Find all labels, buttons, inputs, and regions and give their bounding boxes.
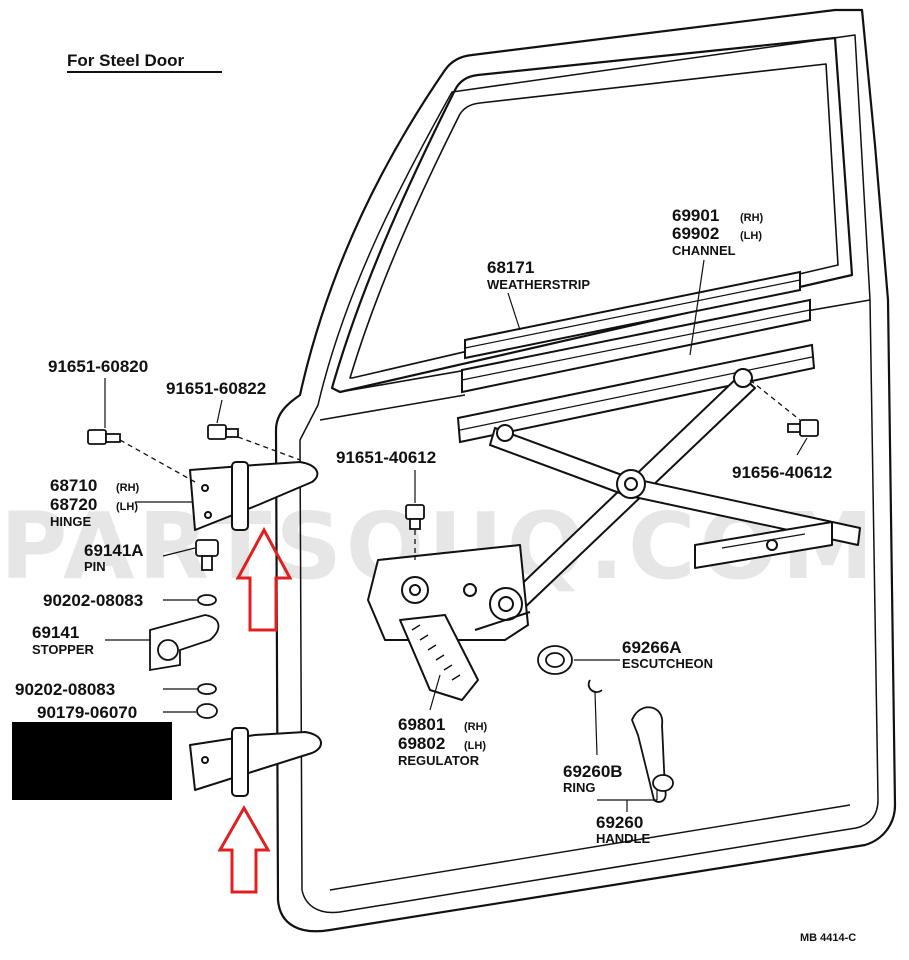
label-69901: 69901 (672, 206, 719, 225)
label-stopper: STOPPER (32, 642, 95, 657)
label-regulator: REGULATOR (398, 753, 480, 768)
diagram-title: For Steel Door (67, 51, 185, 70)
regulator-assembly (367, 368, 861, 701)
label-69802: 69802 (398, 734, 445, 753)
upper-hinge (189, 461, 319, 531)
label-69801: 69801 (398, 715, 445, 734)
label-91651-40612: 91651-40612 (336, 448, 436, 467)
hinge-hardware (87, 419, 819, 803)
lower-red-arrow (217, 804, 271, 894)
label-91651-60822: 91651-60822 (166, 379, 266, 398)
lower-hinge (189, 727, 322, 797)
label-69801-side: (RH) (464, 721, 488, 733)
label-69802-side: (LH) (464, 740, 486, 752)
label-69141: 69141 (32, 623, 79, 642)
upper-red-arrow (235, 526, 293, 632)
label-69902-side: (LH) (740, 230, 762, 242)
label-90202-08083-a: 90202-08083 (43, 591, 143, 610)
label-pin: PIN (84, 559, 106, 574)
redaction-box (12, 722, 172, 800)
label-90202-08083-b: 90202-08083 (15, 680, 115, 699)
label-69901-side: (RH) (740, 212, 764, 224)
weatherstrip-channel (456, 270, 816, 444)
label-handle: HANDLE (596, 831, 650, 846)
label-69266a: 69266A (622, 638, 682, 657)
label-68720: 68720 (50, 495, 97, 514)
label-69902: 69902 (672, 224, 719, 243)
label-ring: RING (563, 780, 596, 795)
label-69141a: 69141A (84, 541, 144, 560)
label-hinge: HINGE (50, 514, 92, 529)
label-68710-side: (RH) (116, 482, 140, 494)
assembly-lines (119, 379, 801, 560)
label-90179-06070: 90179-06070 (37, 703, 137, 722)
label-68171: 68171 (487, 258, 534, 277)
leader-lines (104, 259, 808, 812)
figure-code: MB 4414-C (800, 932, 856, 944)
label-channel: CHANNEL (672, 243, 736, 258)
label-91656-40612: 91656-40612 (732, 463, 832, 482)
label-69260b: 69260B (563, 762, 623, 781)
label-weatherstrip: WEATHERSTRIP (487, 277, 590, 292)
label-68710: 68710 (50, 476, 97, 495)
label-68720-side: (LH) (116, 501, 138, 513)
label-91651-60820: 91651-60820 (48, 357, 148, 376)
label-69260: 69260 (596, 813, 643, 832)
label-escutcheon: ESCUTCHEON (622, 656, 713, 671)
